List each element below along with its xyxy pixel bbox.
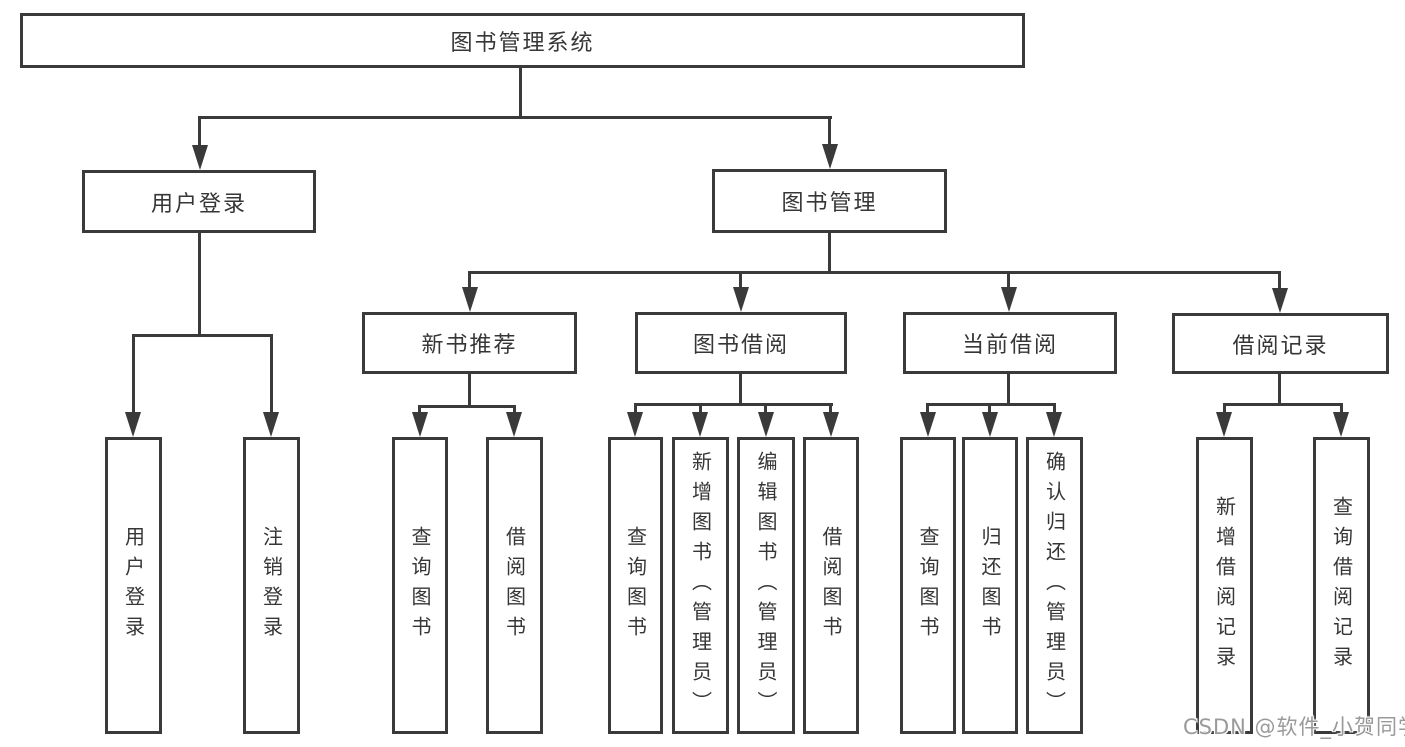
connector-to-current-borrow xyxy=(1007,271,1010,291)
leaf-nb-query-book: 查询图书 xyxy=(392,437,448,734)
connector-split-user-login xyxy=(132,334,273,337)
connector-split-current-borrow xyxy=(926,403,1056,406)
connector-split-new-books xyxy=(418,405,516,408)
node-user-login: 用户登录 xyxy=(82,170,316,233)
arrow-down-icon xyxy=(192,145,208,170)
connector-to-leaf xyxy=(418,405,421,415)
node-borrow-records: 借阅记录 xyxy=(1172,313,1389,374)
connector-book-mgmt-stem xyxy=(828,233,831,273)
connector-split-level2 xyxy=(198,116,832,119)
leaf-bb-add-book: 新增图书（管理员） xyxy=(672,437,729,734)
connector-to-leaf xyxy=(699,403,702,415)
connector-to-leaf xyxy=(1053,403,1056,415)
leaf-cb-query-book: 查询图书 xyxy=(900,437,956,734)
connector-to-leaf xyxy=(634,403,637,415)
connector-to-leaf xyxy=(764,403,767,415)
arrow-down-icon xyxy=(1001,287,1017,312)
connector-root-stem xyxy=(519,68,522,118)
connector-to-borrow-records xyxy=(1278,271,1281,291)
connector-to-leaf xyxy=(1223,403,1226,415)
connector-to-book-borrow xyxy=(739,271,742,291)
arrow-down-icon xyxy=(733,287,749,312)
arrow-down-icon xyxy=(627,412,643,437)
arrow-down-icon xyxy=(758,412,774,437)
connector-to-leaf xyxy=(1340,403,1343,415)
connector-to-leaf xyxy=(829,403,832,415)
arrow-down-icon xyxy=(1046,412,1062,437)
leaf-bb-edit-book: 编辑图书（管理员） xyxy=(737,437,795,734)
node-current-borrow: 当前借阅 xyxy=(903,312,1117,374)
arrow-down-icon xyxy=(1272,288,1288,313)
arrow-down-icon xyxy=(1216,412,1232,437)
connector-to-user-login xyxy=(198,116,201,147)
arrow-down-icon xyxy=(920,412,936,437)
leaf-cb-confirm-return: 确认归还（管理员） xyxy=(1026,437,1083,734)
leaf-cb-return-book: 归还图书 xyxy=(962,437,1018,734)
arrow-down-icon xyxy=(982,412,998,437)
arrow-down-icon xyxy=(506,412,522,437)
node-root: 图书管理系统 xyxy=(20,13,1025,68)
connector-to-new-books xyxy=(468,271,471,291)
leaf-br-query-record: 查询借阅记录 xyxy=(1313,437,1370,734)
csdn-watermark: CSDN @软件_小贺同学 xyxy=(1183,715,1405,739)
arrow-down-icon xyxy=(1333,412,1349,437)
leaf-br-add-record: 新增借阅记录 xyxy=(1196,437,1253,734)
connector-to-book-mgmt xyxy=(828,116,831,146)
connector-book-borrow-stem xyxy=(739,374,742,405)
connector-split-level3 xyxy=(468,271,1281,274)
node-book-management: 图书管理 xyxy=(712,169,947,233)
leaf-bb-borrow-book: 借阅图书 xyxy=(803,437,859,734)
connector-to-leaf xyxy=(270,334,273,415)
connector-new-books-stem xyxy=(468,374,471,407)
connector-user-login-stem xyxy=(198,233,201,336)
leaf-nb-borrow-book: 借阅图书 xyxy=(486,437,543,734)
connector-split-book-borrow xyxy=(634,403,833,406)
arrow-down-icon xyxy=(412,412,428,437)
arrow-down-icon xyxy=(125,412,141,437)
leaf-user-login: 用户登录 xyxy=(105,437,162,734)
connector-to-leaf xyxy=(926,403,929,415)
arrow-down-icon xyxy=(823,412,839,437)
node-book-borrow: 图书借阅 xyxy=(635,312,847,374)
connector-split-borrow-records xyxy=(1223,403,1343,406)
arrow-down-icon xyxy=(692,412,708,437)
connector-to-leaf xyxy=(132,334,135,415)
connector-to-leaf xyxy=(988,403,991,415)
connector-current-borrow-stem xyxy=(1007,374,1010,405)
connector-to-leaf xyxy=(513,405,516,415)
arrow-down-icon xyxy=(822,144,838,169)
leaf-bb-query-book: 查询图书 xyxy=(608,437,663,734)
leaf-logout: 注销登录 xyxy=(243,437,300,734)
arrow-down-icon xyxy=(263,412,279,437)
arrow-down-icon xyxy=(462,287,478,312)
connector-borrow-records-stem xyxy=(1278,374,1281,405)
node-new-book-recommend: 新书推荐 xyxy=(362,312,577,374)
